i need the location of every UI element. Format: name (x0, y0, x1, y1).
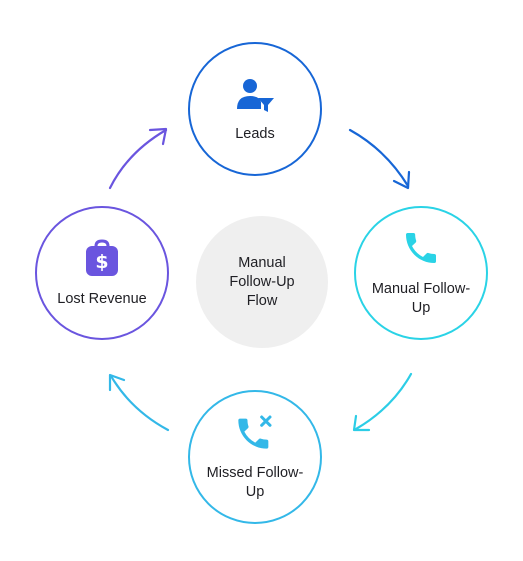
arrow-missed-to-lost (109, 374, 170, 432)
node-leads-label: Leads (235, 125, 275, 142)
arrowhead-leads-to-manual (392, 170, 411, 190)
missed-call-icon (235, 412, 275, 452)
node-manual-follow-up: Manual Follow-Up (354, 206, 488, 340)
center-circle: Manual Follow-Up Flow (196, 216, 328, 348)
phone-icon (401, 228, 441, 268)
arrowhead-lost-to-leads (148, 127, 168, 146)
arrow-manual-to-missed (354, 372, 413, 431)
node-lost-label: Lost Revenue (57, 290, 147, 307)
money-bag-icon: $ (82, 238, 122, 278)
arrowhead-manual-to-missed (352, 414, 371, 432)
node-manual-label: Manual Follow-Up (371, 281, 471, 316)
node-lost-revenue: $ Lost Revenue (35, 206, 169, 340)
svg-text:$: $ (95, 251, 108, 273)
node-leads: Leads (188, 42, 322, 176)
arrowhead-missed-to-lost (108, 373, 126, 392)
center-label: Manual Follow-Up Flow (229, 254, 295, 309)
node-missed-label: Missed Follow-Up (206, 465, 304, 500)
arrow-lost-to-leads (108, 128, 168, 190)
node-missed-follow-up: Missed Follow-Up (188, 390, 322, 524)
user-filter-icon (235, 75, 275, 115)
arrow-leads-to-manual (348, 128, 410, 188)
